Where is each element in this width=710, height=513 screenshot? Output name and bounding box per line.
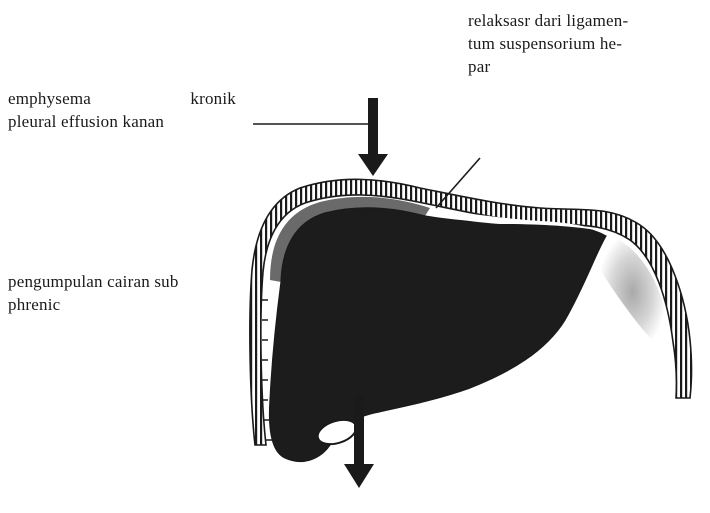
kronik-word: kronik — [190, 87, 236, 110]
arrow-down-top — [358, 98, 388, 176]
emphysema-word: emphysema — [8, 87, 91, 110]
subphrenic-label-line-1: pengumpulan cairan sub — [8, 270, 248, 293]
ligament-label: relaksasr dari ligamen- tum suspensorium… — [468, 9, 704, 78]
liver-mass — [270, 208, 606, 462]
ligament-label-line-2: tum suspensorium he- — [468, 32, 704, 55]
ligament-label-line-1: relaksasr dari ligamen- — [468, 9, 704, 32]
emphysema-label-line-2: pleural effusion kanan — [8, 110, 244, 133]
subphrenic-label: pengumpulan cairan sub phrenic — [8, 270, 248, 316]
subphrenic-label-line-2: phrenic — [8, 293, 248, 316]
emphysema-label-line-1: emphysema kronik — [8, 87, 236, 110]
ligament-label-line-3: par — [468, 55, 704, 78]
emphysema-label: emphysema kronik pleural effusion kanan — [8, 87, 244, 133]
